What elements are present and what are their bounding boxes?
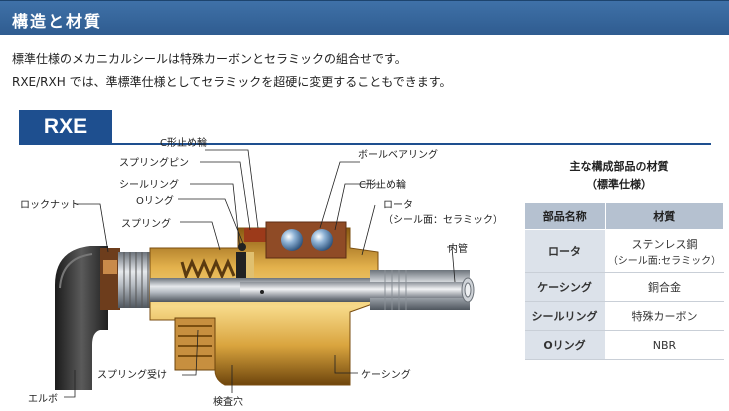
label-inner-pipe: 内管: [448, 244, 468, 255]
bearing-housing: [265, 221, 347, 259]
spring-coils: [180, 258, 236, 281]
bearing-ball-1: [281, 229, 303, 251]
part-name: ロータ: [524, 229, 606, 273]
label-spring-pin: スプリングピン: [119, 158, 189, 169]
table-row: ケーシング 銅合金: [524, 272, 724, 302]
part-name: シールリング: [524, 301, 606, 331]
label-elbow: エルボ: [28, 394, 58, 405]
material-note: （シール面:セラミック）: [607, 255, 722, 267]
table-row: ロータ ステンレス鋼 （シール面:セラミック）: [524, 229, 724, 273]
seal-ring: [236, 252, 246, 278]
label-spring-seat: スプリング受け: [97, 370, 167, 381]
intro-line-1: 標準仕様のメカニカルシールは特殊カーボンとセラミックの組合せです。: [12, 52, 407, 66]
materials-title: 主な構成部品の材質: [569, 160, 669, 173]
section-header: 構造と材質: [0, 0, 729, 35]
materials-subtitle: （標準仕様）: [586, 178, 652, 191]
material-value: NBR: [605, 330, 724, 360]
label-casing: ケーシング: [361, 370, 411, 381]
label-inspection-hole: 検査穴: [213, 397, 243, 408]
label-c-ring-right: C形止め輪: [359, 180, 406, 191]
material-value: ステンレス鋼: [631, 237, 698, 251]
table-row: シールリング 特殊カーボン: [524, 301, 724, 331]
section-title: 構造と材質: [12, 12, 103, 31]
material-value: 銅合金: [605, 272, 724, 302]
part-name: ケーシング: [524, 272, 606, 302]
spring-pin-block: [244, 228, 266, 242]
label-seal-ring: シールリング: [119, 180, 179, 191]
lock-nut: [100, 248, 120, 310]
leader-lines: [64, 149, 456, 398]
part-name: Oリング: [524, 330, 606, 360]
label-o-ring: Oリング: [136, 196, 174, 207]
material-value: 特殊カーボン: [605, 301, 724, 331]
label-c-ring-top: C形止め輪: [160, 138, 207, 149]
table-row: Oリング NBR: [524, 330, 724, 360]
label-lock-nut: ロックナット: [20, 200, 80, 211]
intro-line-2: RXE/RXH では、準標準仕様としてセラミックを超硬に変更することもできます。: [12, 75, 452, 89]
material-cell: ステンレス鋼 （シール面:セラミック）: [605, 229, 724, 273]
label-ball-bearing: ボールベアリング: [358, 150, 438, 161]
table-header-row: 部品名称 材質: [524, 202, 724, 230]
model-divider: [19, 143, 711, 145]
label-spring: スプリング: [121, 219, 171, 230]
col-part: 部品名称: [524, 202, 606, 230]
elbow-body: [55, 246, 108, 390]
inner-pipe: [240, 282, 468, 298]
bearing-ball-2: [311, 229, 333, 251]
materials-table: 部品名称 材質 ロータ ステンレス鋼 （シール面:セラミック） ケーシング 銅合…: [524, 202, 724, 360]
col-material: 材質: [604, 202, 724, 230]
model-tag: RXE: [19, 110, 112, 144]
label-rotor: ロータ: [383, 200, 413, 211]
label-rotor-seal-face: （シール面：セラミック）: [383, 215, 503, 226]
